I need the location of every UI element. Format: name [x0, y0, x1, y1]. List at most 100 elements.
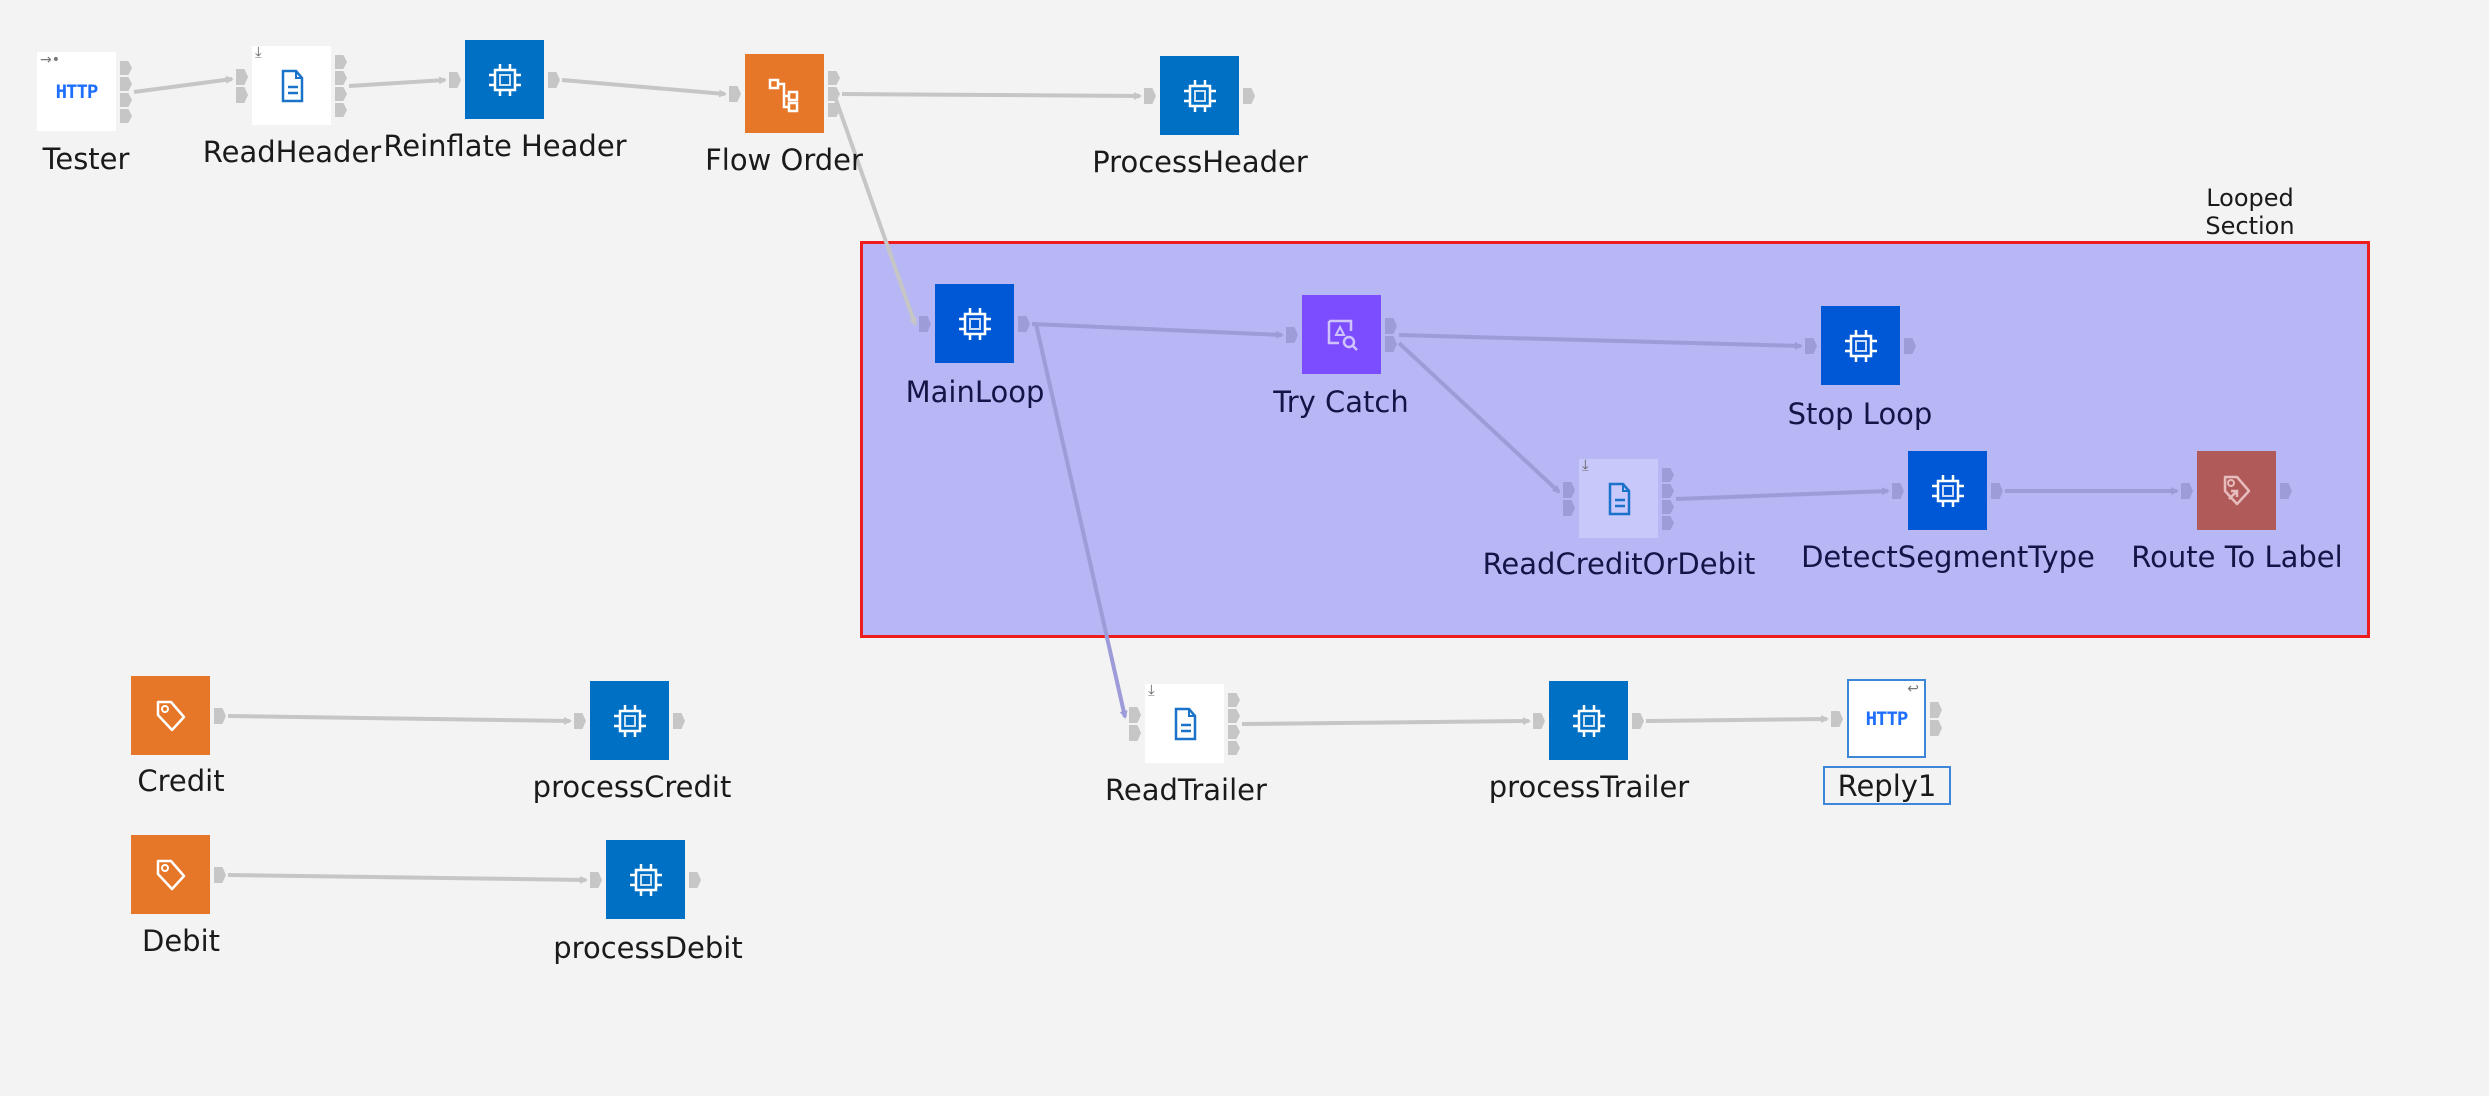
node-processDebit[interactable]: [590, 840, 701, 919]
output-terminal[interactable]: [335, 71, 347, 85]
output-terminal[interactable]: [335, 87, 347, 101]
connection-tryCatch-to-stopLoop[interactable]: [1398, 333, 1803, 350]
connection-mainLoop-to-tryCatch[interactable]: [1031, 322, 1284, 339]
node-flowOrder[interactable]: [729, 54, 840, 133]
output-terminal[interactable]: [1991, 483, 2003, 499]
input-terminal[interactable]: [1129, 725, 1141, 741]
input-terminal[interactable]: [1831, 711, 1843, 727]
reply1-label-editor[interactable]: Reply1: [1823, 766, 1951, 805]
output-terminal[interactable]: [214, 867, 226, 883]
node-detectSegmentType[interactable]: [1892, 451, 2003, 530]
output-terminal[interactable]: [120, 109, 132, 123]
output-terminal[interactable]: [1662, 468, 1674, 482]
connection-flowOrder-to-processHeader[interactable]: [841, 91, 1142, 100]
input-terminal[interactable]: [236, 69, 248, 85]
node-tester[interactable]: HTTP→•: [37, 52, 132, 131]
output-terminal[interactable]: [2280, 483, 2292, 499]
node-reinflateHeader[interactable]: [449, 40, 560, 119]
output-terminal[interactable]: [1662, 516, 1674, 530]
output-terminal[interactable]: [1228, 741, 1240, 755]
routeToLabel-chip[interactable]: [2197, 451, 2276, 530]
node-reply1[interactable]: HTTP↩: [1831, 679, 1942, 758]
stopLoop-chip[interactable]: [1821, 306, 1900, 385]
node-readCreditOrDebit[interactable]: ⤓: [1563, 456, 1674, 538]
output-terminal[interactable]: [1632, 713, 1644, 729]
connection-processTrailer-to-reply1[interactable]: [1645, 715, 1829, 724]
connection-readTrailer-to-processTrailer[interactable]: [1241, 717, 1531, 726]
processDebit-chip[interactable]: [606, 840, 685, 919]
connection-mainLoop-to-readTrailer[interactable]: [1034, 323, 1128, 719]
reinflateHeader-chip[interactable]: [465, 40, 544, 119]
input-terminal[interactable]: [236, 87, 248, 103]
output-terminal[interactable]: [1228, 693, 1240, 707]
input-terminal[interactable]: [590, 872, 602, 888]
output-terminal[interactable]: [1228, 709, 1240, 723]
processHeader-chip[interactable]: [1160, 56, 1239, 135]
input-terminal[interactable]: [919, 316, 931, 332]
input-terminal[interactable]: [1563, 500, 1575, 516]
output-terminal[interactable]: [1904, 338, 1916, 354]
output-terminal[interactable]: [335, 103, 347, 117]
input-terminal[interactable]: [1805, 338, 1817, 354]
mainLoop-chip[interactable]: [935, 284, 1014, 363]
output-terminal[interactable]: [548, 72, 560, 88]
detectSegmentType-chip[interactable]: [1908, 451, 1987, 530]
tester-chip[interactable]: HTTP→•: [37, 52, 116, 131]
input-terminal[interactable]: [729, 86, 741, 102]
input-terminal[interactable]: [574, 713, 586, 729]
output-terminal[interactable]: [828, 103, 840, 117]
connection-flowOrder-to-mainLoop[interactable]: [832, 93, 917, 326]
reply1-chip[interactable]: HTTP↩: [1847, 679, 1926, 758]
flowOrder-chip[interactable]: [745, 54, 824, 133]
output-terminal[interactable]: [1662, 484, 1674, 498]
looped-section-group[interactable]: [860, 241, 2370, 638]
connection-readCreditOrDebit-to-detectSegmentType[interactable]: [1675, 487, 1890, 501]
node-processCredit[interactable]: [574, 681, 685, 760]
connection-debit-to-processDebit[interactable]: [227, 873, 588, 884]
input-terminal[interactable]: [1144, 88, 1156, 104]
connection-reinflateHeader-to-flowOrder[interactable]: [561, 78, 727, 98]
credit-chip[interactable]: [131, 676, 210, 755]
output-terminal[interactable]: [214, 708, 226, 724]
node-tryCatch[interactable]: [1286, 295, 1397, 374]
readCreditOrDebit-chip[interactable]: ⤓: [1579, 456, 1658, 538]
input-terminal[interactable]: [1533, 713, 1545, 729]
input-terminal[interactable]: [1129, 707, 1141, 723]
output-terminal[interactable]: [828, 87, 840, 101]
readHeader-chip[interactable]: ⤓: [252, 43, 331, 125]
output-terminal[interactable]: [1228, 725, 1240, 739]
output-terminal[interactable]: [828, 71, 840, 85]
input-terminal[interactable]: [449, 72, 461, 88]
processTrailer-chip[interactable]: [1549, 681, 1628, 760]
input-terminal[interactable]: [1563, 482, 1575, 498]
node-credit[interactable]: [131, 676, 226, 755]
output-terminal[interactable]: [689, 872, 701, 888]
output-terminal[interactable]: [120, 77, 132, 91]
input-terminal[interactable]: [1892, 483, 1904, 499]
node-processHeader[interactable]: [1144, 56, 1255, 135]
output-terminal[interactable]: [1385, 318, 1397, 334]
node-processTrailer[interactable]: [1533, 681, 1644, 760]
node-debit[interactable]: [131, 835, 226, 914]
output-terminal[interactable]: [1018, 316, 1030, 332]
debit-chip[interactable]: [131, 835, 210, 914]
connection-tester-to-readHeader[interactable]: [133, 75, 234, 94]
input-terminal[interactable]: [1286, 327, 1298, 343]
connection-readHeader-to-reinflateHeader[interactable]: [348, 76, 447, 88]
input-terminal[interactable]: [2181, 483, 2193, 499]
tryCatch-chip[interactable]: [1302, 295, 1381, 374]
output-terminal[interactable]: [673, 713, 685, 729]
node-readTrailer[interactable]: ⤓: [1129, 681, 1240, 763]
output-terminal[interactable]: [1930, 702, 1942, 718]
output-terminal[interactable]: [1662, 500, 1674, 514]
output-terminal[interactable]: [1385, 336, 1397, 352]
output-terminal[interactable]: [1930, 720, 1942, 736]
node-mainLoop[interactable]: [919, 284, 1030, 363]
node-routeToLabel[interactable]: [2181, 451, 2292, 530]
node-readHeader[interactable]: ⤓: [236, 43, 347, 125]
node-stopLoop[interactable]: [1805, 306, 1916, 385]
connection-credit-to-processCredit[interactable]: [227, 714, 572, 725]
readTrailer-chip[interactable]: ⤓: [1145, 681, 1224, 763]
processCredit-chip[interactable]: [590, 681, 669, 760]
